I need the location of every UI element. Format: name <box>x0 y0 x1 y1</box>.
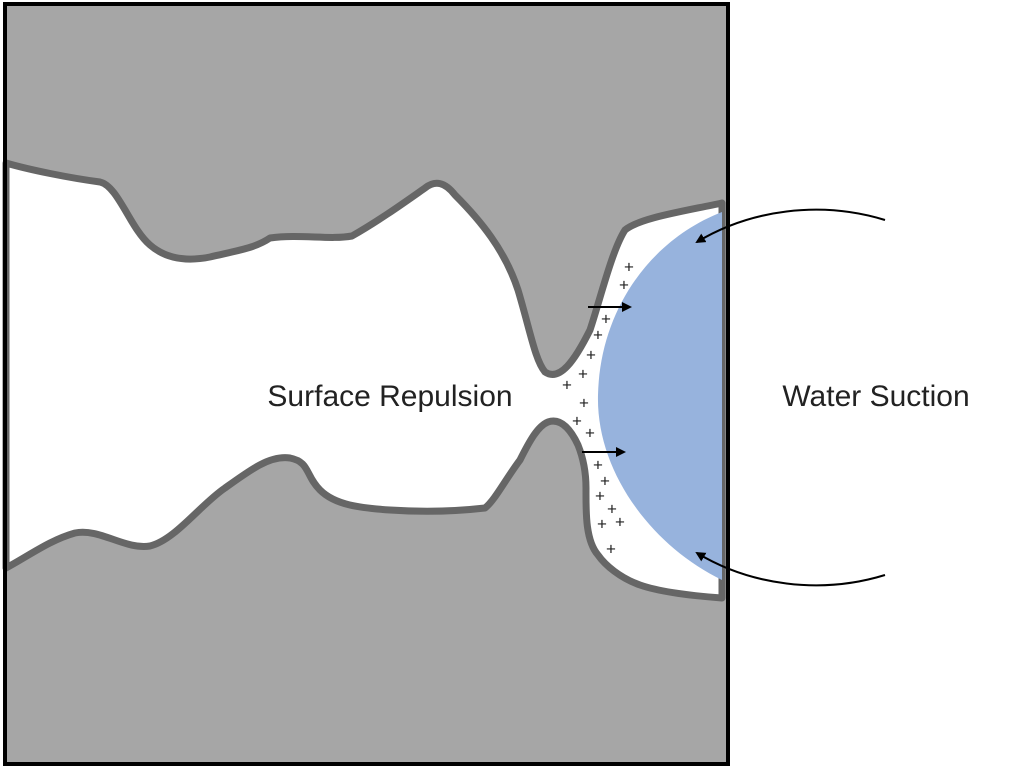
positive-charge: + <box>607 499 617 518</box>
positive-charge: + <box>619 275 629 294</box>
positive-charge: + <box>595 486 605 505</box>
positive-charge: + <box>585 423 595 442</box>
positive-charge: + <box>606 539 616 558</box>
suction-arrow-upper <box>695 208 886 244</box>
positive-charge: + <box>578 364 588 383</box>
surface-charges: +++++++++++++++++ <box>562 257 634 558</box>
positive-charge: + <box>579 393 589 412</box>
positive-charge: + <box>624 257 634 276</box>
positive-charge: + <box>562 375 572 394</box>
positive-charge: + <box>593 455 603 474</box>
label-surface-repulsion: Surface Repulsion <box>267 380 512 413</box>
pore-space <box>2 159 726 602</box>
positive-charge: + <box>586 345 596 364</box>
positive-charge: + <box>601 309 611 328</box>
frame-border <box>3 2 730 766</box>
right-mask <box>727 0 1012 768</box>
positive-charge: + <box>615 512 625 531</box>
label-water-suction: Water Suction <box>782 380 969 413</box>
positive-charge: + <box>597 514 607 533</box>
positive-charge: + <box>593 325 603 344</box>
positive-charge: + <box>572 411 582 430</box>
positive-charge: + <box>600 471 610 490</box>
suction-arrow-lower <box>695 551 886 587</box>
